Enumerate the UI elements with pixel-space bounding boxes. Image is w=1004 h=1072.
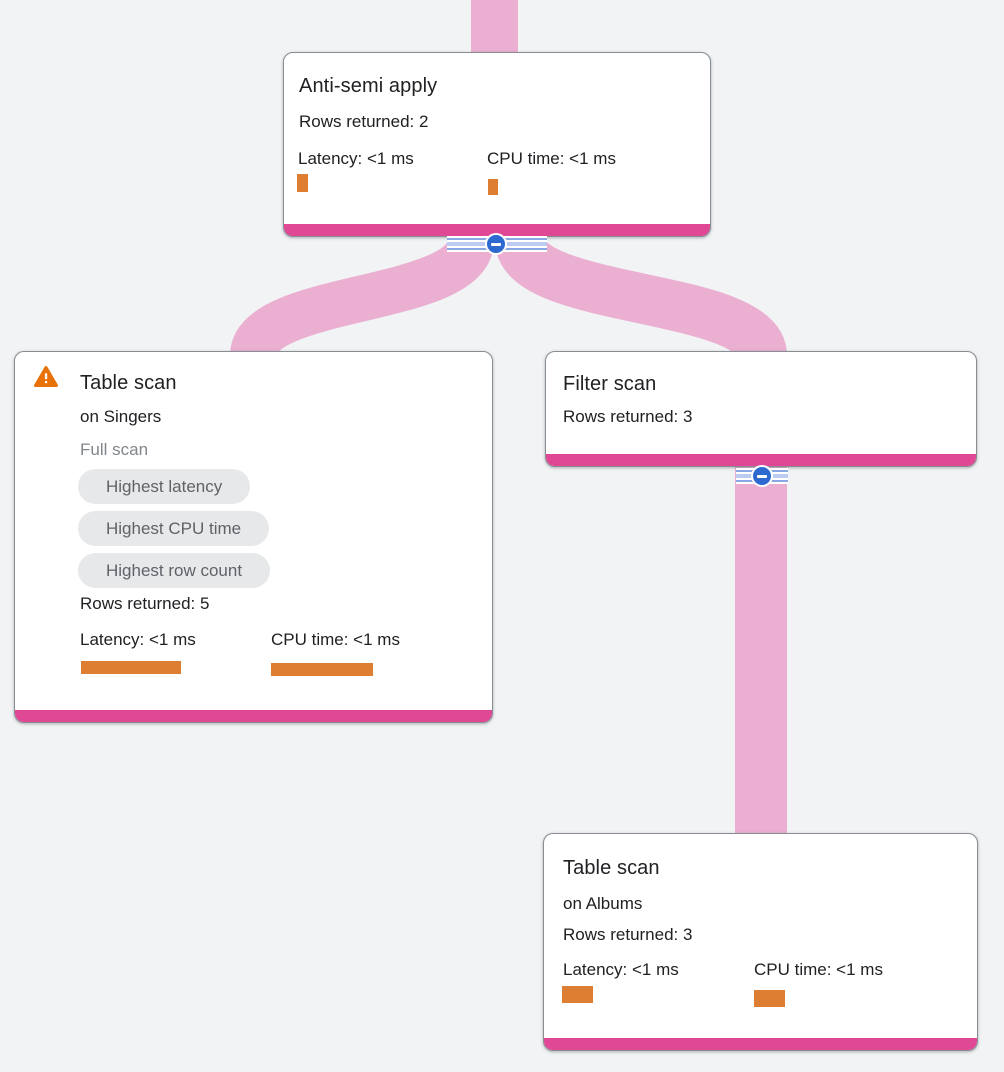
latency-label: Latency: <1 ms bbox=[80, 630, 196, 649]
collapse-button-minus-icon[interactable] bbox=[485, 233, 507, 255]
latency-label: Latency: <1 ms bbox=[298, 149, 414, 168]
minus-icon bbox=[757, 474, 767, 478]
badge-highest-latency: Highest latency bbox=[78, 469, 251, 504]
node-title: Table scan bbox=[80, 372, 177, 394]
rows-returned: Rows returned: 3 bbox=[563, 925, 693, 944]
node-title: Table scan bbox=[563, 857, 660, 879]
node-subtitle: on Albums bbox=[563, 894, 643, 913]
cpu-time-label: CPU time: <1 ms bbox=[271, 630, 400, 649]
plan-node-filter-scan[interactable]: Filter scan Rows returned: 3 bbox=[545, 351, 977, 467]
node-title: Anti-semi apply bbox=[299, 75, 438, 97]
collapse-control-filter-scan bbox=[736, 465, 788, 487]
latency-bar bbox=[562, 986, 593, 1003]
flow-anti-semi-to-filter-scan bbox=[495, 235, 787, 361]
latency-bar bbox=[297, 174, 308, 192]
warning-icon[interactable] bbox=[34, 365, 58, 393]
collapse-button-minus-icon[interactable] bbox=[751, 465, 773, 487]
node-accent-bar bbox=[546, 454, 976, 466]
flow-into-anti-semi-apply bbox=[471, 0, 518, 54]
node-subtitle: on Singers bbox=[80, 407, 162, 426]
plan-node-anti-semi-apply[interactable]: Anti-semi apply Rows returned: 2 Latency… bbox=[283, 52, 711, 237]
flow-anti-semi-to-table-scan-singers bbox=[230, 236, 494, 361]
cpu-time-label: CPU time: <1 ms bbox=[487, 149, 616, 168]
node-accent-bar bbox=[284, 224, 710, 236]
node-accent-bar bbox=[15, 710, 492, 722]
minus-icon bbox=[491, 242, 501, 246]
plan-node-table-scan-albums[interactable]: Table scan on Albums Rows returned: 3 La… bbox=[543, 833, 978, 1051]
plan-node-table-scan-singers[interactable]: Table scan on Singers Full scan Highest … bbox=[14, 351, 493, 723]
node-title: Filter scan bbox=[563, 373, 657, 395]
cpu-time-label: CPU time: <1 ms bbox=[754, 960, 883, 979]
node-accent-bar bbox=[544, 1038, 977, 1050]
rows-returned: Rows returned: 5 bbox=[80, 594, 210, 613]
flow-filter-scan-to-table-scan-albums bbox=[735, 467, 787, 837]
cpu-time-bar bbox=[754, 990, 785, 1007]
latency-label: Latency: <1 ms bbox=[563, 960, 679, 979]
badge-highest-row-count: Highest row count bbox=[78, 553, 271, 588]
scan-type-label: Full scan bbox=[80, 440, 149, 459]
collapse-control-anti-semi-apply bbox=[447, 233, 547, 255]
badge-highest-cpu-time: Highest CPU time bbox=[78, 511, 270, 546]
rows-returned: Rows returned: 2 bbox=[299, 112, 429, 131]
latency-bar bbox=[81, 661, 181, 674]
cpu-time-bar bbox=[488, 179, 498, 195]
rows-returned: Rows returned: 3 bbox=[563, 407, 693, 426]
cpu-time-bar bbox=[271, 663, 373, 676]
